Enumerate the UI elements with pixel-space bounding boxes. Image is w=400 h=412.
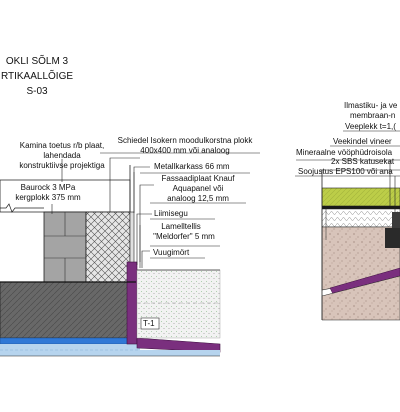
purple-membrane xyxy=(126,261,138,345)
label-schiedel-1: Schiedel Isokern moodulkorstna plokk xyxy=(117,136,253,145)
label-vuugimort: Vuugimört xyxy=(153,248,190,257)
label-baurock-2: kergplokk 375 mm xyxy=(15,193,81,202)
membrane-layer xyxy=(322,206,400,209)
schiedel-block xyxy=(85,211,131,283)
label-liimisegu: Liimisegu xyxy=(154,209,188,218)
blue-layer xyxy=(0,337,137,345)
label-metallkarkass: Metallkarkass 66 mm xyxy=(154,162,230,171)
label-lamell-1: Lamelltellis xyxy=(161,222,201,231)
purple-flashing xyxy=(136,337,221,353)
label-ilmastik-1: Ilmastiku- ja ve xyxy=(344,101,398,110)
drawing-title-1: OKLI SÕLM 3 xyxy=(5,56,69,67)
break-line xyxy=(0,203,44,213)
label-fassaad-2: Aquapanel või xyxy=(172,184,224,193)
label-mineraal: Mineraalne vööphüdroisola xyxy=(296,148,393,157)
leader-lines-right xyxy=(295,130,400,212)
section-marker-icon xyxy=(140,317,160,330)
label-ilmastik-2: membraan-n xyxy=(350,111,396,120)
drain-layer xyxy=(140,350,220,356)
label-lamell-2: "Meldorfer" 5 mm xyxy=(153,232,215,241)
drawing-title-3: S-03 xyxy=(26,86,48,97)
dark-step xyxy=(385,228,400,248)
drawing-title-2: RTIKAALLÕIGE xyxy=(0,71,74,82)
label-vineer: Veekindel vineer xyxy=(333,137,392,146)
dark-step-2 xyxy=(392,212,400,228)
insulation xyxy=(321,208,400,228)
label-t1: T-1 xyxy=(143,319,155,328)
leader-lines-left xyxy=(51,152,260,268)
label-sbs: 2x SBS katusekat xyxy=(331,157,395,166)
label-schiedel-2: 400x400 mm või analoog xyxy=(140,146,230,155)
concrete-foundation xyxy=(0,281,137,339)
label-fassaad-1: Fassaadiplaat Knauf xyxy=(161,174,235,183)
label-baurock-1: Baurock 3 MPa xyxy=(20,183,76,192)
label-fassaad-3: analoog 12,5 mm xyxy=(167,194,229,203)
green-roof xyxy=(321,187,400,207)
label-kamina-2: lahendada xyxy=(43,151,81,160)
label-kamina-3: konstruktiivse projektiga xyxy=(19,161,105,170)
label-kamina-1: Kamina toetus r/b plaat, xyxy=(19,141,105,150)
label-eps: Soojustus EPS100 või ana xyxy=(298,167,393,176)
label-veeplekk: Veeplekk t=1,( xyxy=(345,122,396,131)
